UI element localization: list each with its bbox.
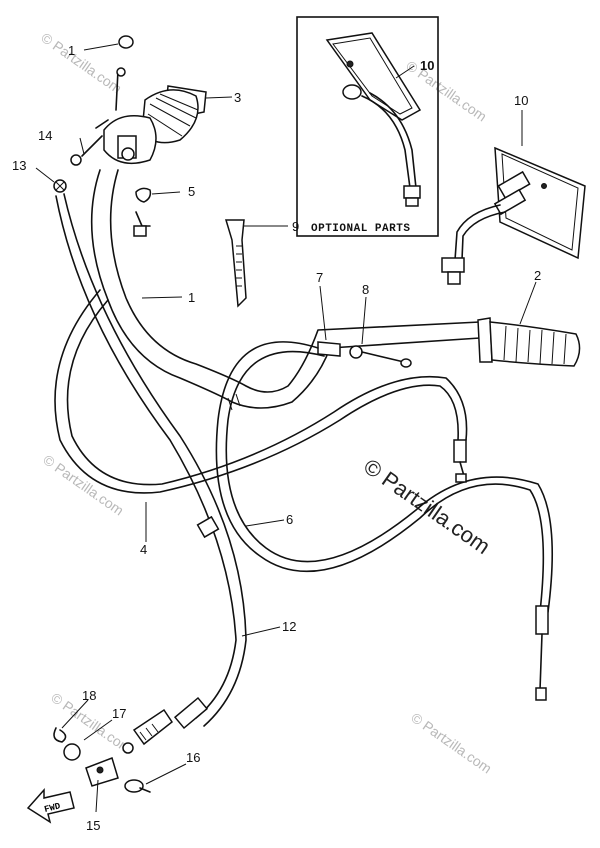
part-18-clip [53,727,67,743]
callout-1-handlebar: 1 [188,290,195,305]
fwd-label: FWD [43,801,62,815]
clip-5 [133,187,152,237]
callout-18: 18 [82,688,96,703]
callout-17: 17 [112,706,126,721]
optional-mirror [325,32,422,207]
adjuster-7-8 [317,341,412,368]
handlebar [90,169,481,411]
part-15-bracket [85,757,119,787]
callout-13: 13 [12,158,26,173]
callout-10-optional: 10 [420,58,434,73]
callouts: 1 3 14 13 5 9 10 10 1 7 8 2 4 6 12 18 17… [12,43,541,833]
cable-6-end [535,605,549,635]
callout-2: 2 [534,268,541,283]
callout-16: 16 [186,750,200,765]
optional-parts-label: OPTIONAL PARTS [311,223,410,235]
callout-6: 6 [286,512,293,527]
part-17-washer [63,743,81,761]
callout-9: 9 [292,219,299,234]
optional-parts-box [296,16,439,237]
callout-5: 5 [188,184,195,199]
callout-15: 15 [86,818,100,833]
part-1-cap [118,35,134,49]
left-grip-assembly [95,67,207,165]
part-16-bolt [124,779,151,793]
watermark-top-right: © Partzilla.com [403,57,489,124]
cable-4 [54,289,459,494]
callout-14: 14 [38,128,52,143]
callout-8: 8 [362,282,369,297]
watermark-mid-left: © Partzilla.com [40,451,126,518]
cable-strap-9 [224,219,247,308]
watermark-top-left: © Partzilla.com [38,29,124,96]
leader-lines [35,43,537,813]
mirror-right [441,146,586,285]
callout-10-mirror: 10 [514,93,528,108]
cable-6 [215,341,545,613]
adjuster-nut-14 [70,135,103,166]
cable-12 [55,195,237,719]
watermark-bottom-right: © Partzilla.com [408,709,494,776]
right-grip [477,317,581,367]
callout-1-top: 1 [68,43,75,58]
watermark-center: © Partzilla.com [359,454,495,560]
callout-3: 3 [234,90,241,105]
callout-12: 12 [282,619,296,634]
callout-7: 7 [316,270,323,285]
adjuster-nut-13 [53,179,67,193]
callout-4: 4 [140,542,147,557]
fwd-arrow: FWD [26,788,75,824]
